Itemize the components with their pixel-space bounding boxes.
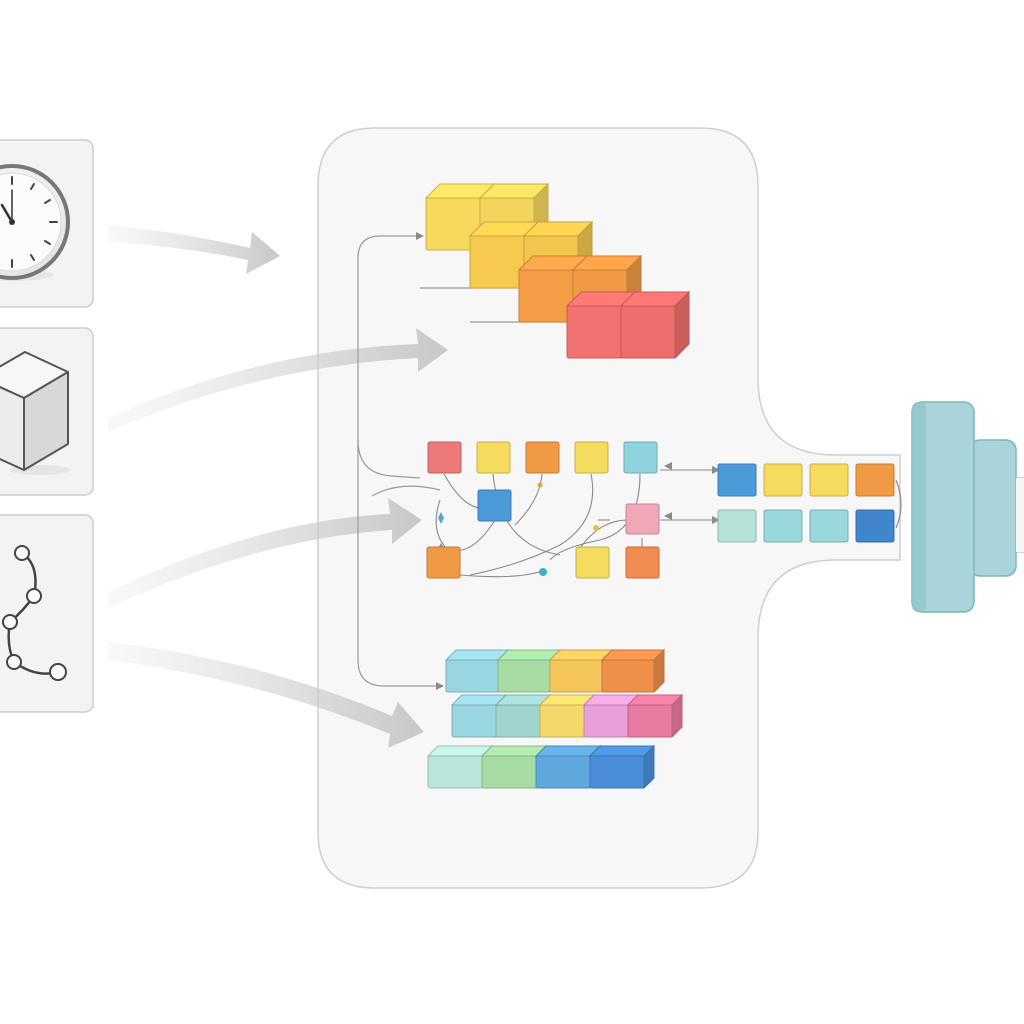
output-cell <box>855 463 895 497</box>
output-cell <box>717 463 757 497</box>
output-grid <box>717 463 902 543</box>
bar-stack <box>426 648 684 790</box>
middle-grid <box>426 441 660 579</box>
input-panel-sequence <box>0 514 94 713</box>
connector-arrowheads <box>416 232 444 690</box>
output-cell <box>763 463 803 497</box>
bar-segment-2-5 <box>626 693 684 739</box>
flow-arrow-bars <box>108 642 424 748</box>
bar-segment-2-4 <box>582 693 640 739</box>
output-cell <box>763 509 803 543</box>
grid-cell <box>476 441 511 474</box>
grid-cell <box>574 441 609 474</box>
output-connector <box>911 401 1024 613</box>
flow-arrow-sequence <box>108 498 422 608</box>
output-cell <box>809 509 849 543</box>
grid-cell-center <box>477 489 512 522</box>
grid-cell <box>427 441 462 474</box>
bar-segment-1-1 <box>444 648 510 694</box>
output-cell <box>717 509 757 543</box>
cube-icon <box>0 351 70 475</box>
stair-block-4b <box>619 290 691 360</box>
grid-cell <box>525 441 560 474</box>
node-chain-icon <box>2 545 67 681</box>
staircase-blocks <box>424 182 691 360</box>
bar-segment-3-4 <box>588 744 656 790</box>
bar-segment-2-1 <box>450 693 508 739</box>
output-cell <box>855 509 895 543</box>
grid-cell-highlight <box>625 503 660 535</box>
input-flow-arrows <box>108 225 448 748</box>
grid-cell <box>575 546 610 579</box>
grid-cell <box>426 546 461 579</box>
flow-arrow-time <box>108 225 280 274</box>
bar-segment-1-4 <box>600 648 666 694</box>
grid-cell <box>623 441 658 474</box>
grid-cell <box>625 546 660 579</box>
flow-arrow-volume <box>108 328 448 432</box>
clock-icon <box>0 164 70 281</box>
output-cell <box>809 463 849 497</box>
